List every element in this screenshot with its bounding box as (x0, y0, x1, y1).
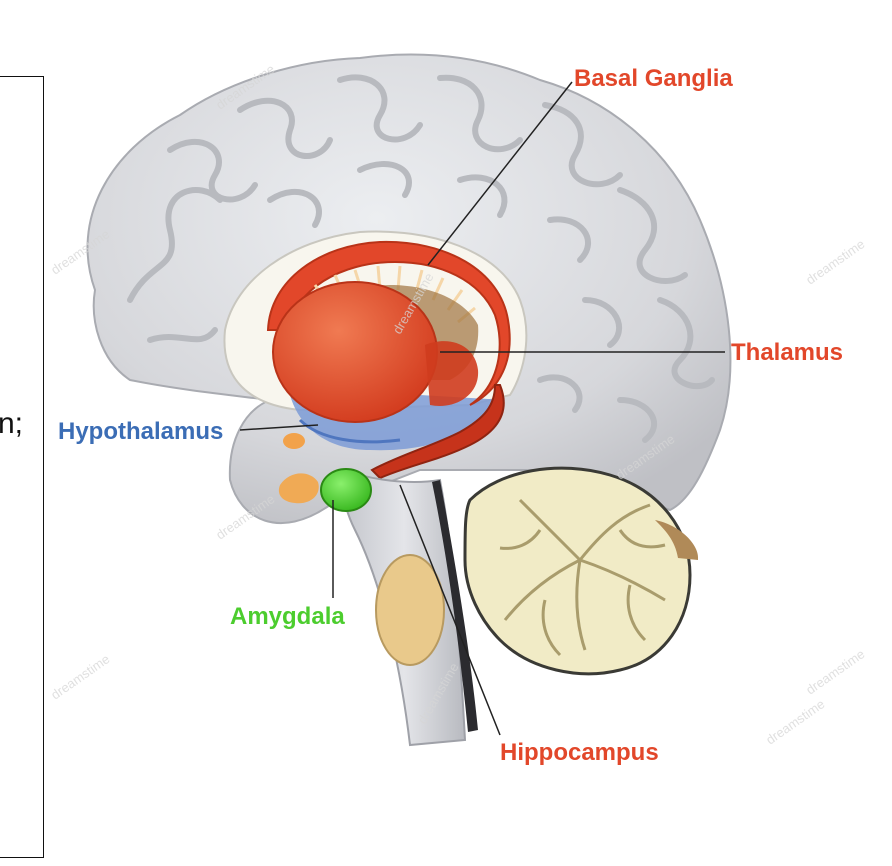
pituitary-upper (283, 433, 305, 449)
pons (375, 554, 445, 666)
label-hippocampus: Hippocampus (500, 739, 659, 766)
left-text-panel: n; (0, 76, 44, 858)
label-basal-ganglia: Basal Ganglia (574, 65, 733, 92)
hypothalamus-leader (239, 424, 319, 431)
arbor-vitae (499, 498, 666, 657)
watermark-text: dreamstime (48, 651, 112, 702)
label-thalamus: Thalamus (731, 339, 843, 366)
left-panel-text: n; (0, 407, 24, 440)
thalamus-rear (425, 341, 479, 406)
gyri-folds (127, 74, 715, 443)
hippocampus-leader (399, 484, 501, 736)
fourth-ventricle (432, 480, 478, 732)
basal-ganglia-leader (427, 81, 573, 266)
cerebellum-edge (655, 520, 699, 560)
label-amygdala: Amygdala (230, 603, 345, 630)
watermark-text: dreamstime (763, 696, 827, 747)
basal-ganglia-shape (266, 240, 511, 406)
amygdala-shape (320, 468, 372, 512)
pituitary-lower (278, 473, 319, 504)
watermark-text: dreamstime (803, 236, 867, 287)
label-hypothalamus: Hypothalamus (58, 418, 223, 445)
hippocampus-shape (370, 384, 505, 480)
watermark-text: dreamstime (803, 646, 867, 697)
